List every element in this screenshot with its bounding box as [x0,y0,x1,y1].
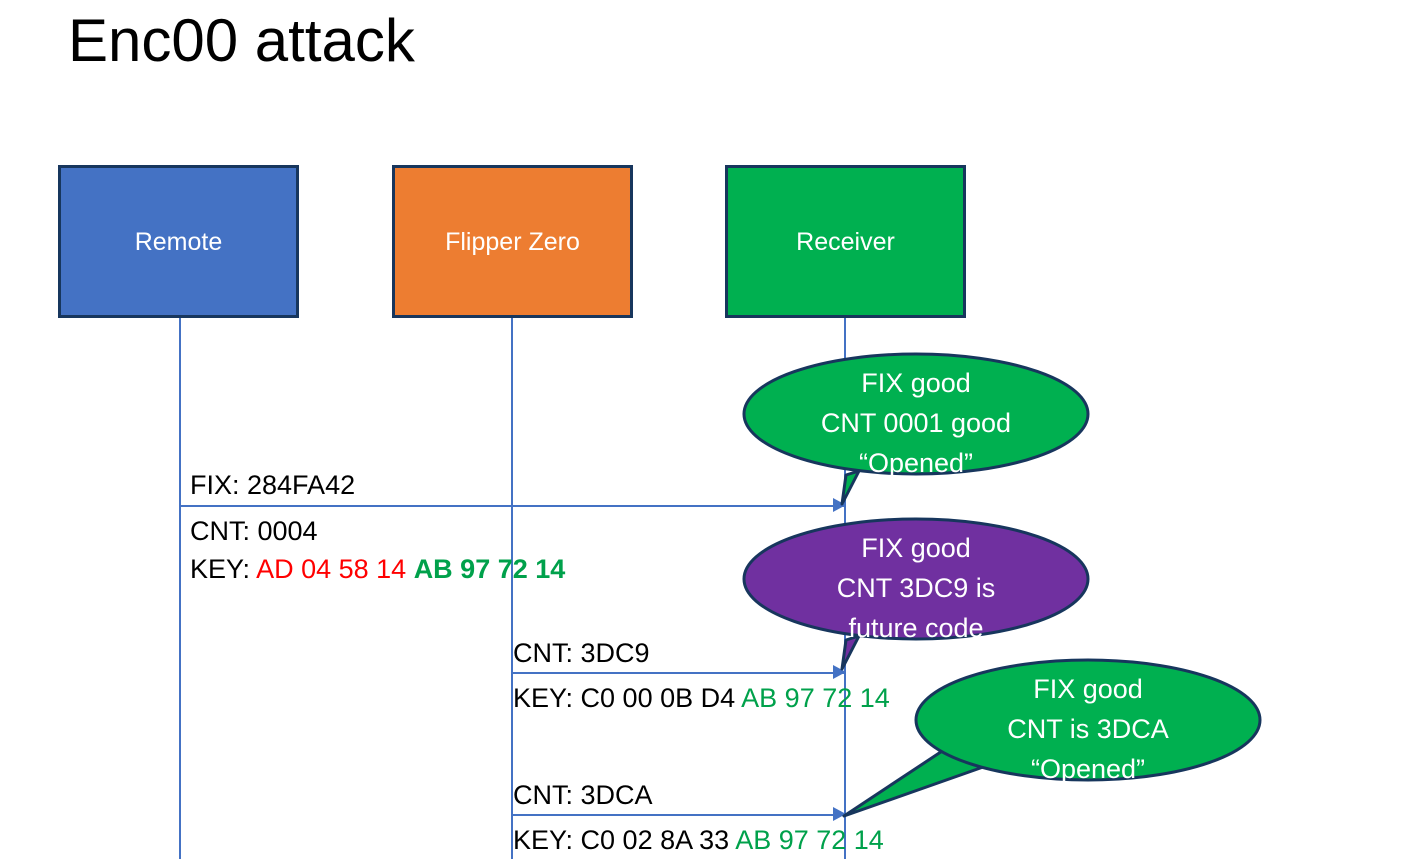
message-3-key-green: AB 97 72 14 [735,825,884,855]
message-arrow-1-line [180,505,846,507]
actor-label-remote: Remote [134,227,223,256]
callout-balloon-receiver-3[interactable]: FIX good CNT is 3DCA “Opened” [842,658,1262,818]
callout-1-line-1: FIX good [861,368,971,398]
message-2-cnt-label: CNT: 3DC9 [513,638,650,668]
callout-1-text: FIX good CNT 0001 good “Opened” [742,363,1090,483]
message-3-key-line: KEY: C0 02 8A 33 AB 97 72 14 [513,821,884,859]
message-1-key-line: KEY: AD 04 58 14 AB 97 72 14 [190,550,565,588]
callout-1-shape [742,352,1090,506]
actor-box-flipper[interactable]: Flipper Zero [392,165,633,318]
callout-balloon-receiver-2[interactable]: FIX good CNT 3DC9 is future code [742,517,1090,671]
callout-balloon-receiver-1[interactable]: FIX good CNT 0001 good “Opened” [742,352,1090,506]
callout-1-line-3: “Opened” [858,448,974,478]
message-3-cnt-label: CNT: 3DCA [513,780,653,810]
message-1-key-green: AB 97 72 14 [413,554,566,584]
message-2-key-line: KEY: C0 00 0B D4 AB 97 72 14 [513,679,890,717]
message-arrow-3-head [833,807,846,821]
callout-2-line-3: future code [848,613,984,643]
key-gap-1 [406,554,414,584]
page-title: Enc00 attack [68,7,415,74]
message-3-key-label: KEY: C0 02 8A 33 [513,825,730,855]
callout-2-line-2: CNT 3DC9 is [836,573,996,603]
message-arrow-3-line [512,814,846,816]
callout-3-line-2: CNT is 3DCA [1007,714,1169,744]
actor-box-remote[interactable]: Remote [58,165,299,318]
callout-2-shape [742,517,1090,671]
callout-3-shape [842,658,1262,818]
callout-3-line-3: “Opened” [1030,754,1146,784]
message-2-key-green: AB 97 72 14 [741,683,890,713]
actor-label-flipper: Flipper Zero [445,227,580,256]
message-1-key-label: KEY: [190,554,257,584]
message-1-fix-label: FIX: 284FA42 [190,470,356,500]
message-2-key-label: KEY: C0 00 0B D4 [513,683,736,713]
message-1-cnt-label: CNT: 0004 [190,516,318,546]
actor-label-receiver: Receiver [796,227,895,256]
lifeline-flipper [511,318,513,859]
message-1-key-red: AD 04 58 14 [256,554,407,584]
actor-box-receiver[interactable]: Receiver [725,165,966,318]
callout-1-line-2: CNT 0001 good [820,408,1012,438]
callout-2-text: FIX good CNT 3DC9 is future code [742,528,1090,648]
lifeline-remote [179,318,181,859]
message-1-payload: CNT: 0004 KEY: AD 04 58 14 AB 97 72 14 [190,512,565,588]
callout-2-line-1: FIX good [861,533,971,563]
callout-3-line-1: FIX good [1033,674,1143,704]
message-arrow-2-line [512,672,846,674]
callout-3-text: FIX good CNT is 3DCA “Opened” [914,669,1262,789]
